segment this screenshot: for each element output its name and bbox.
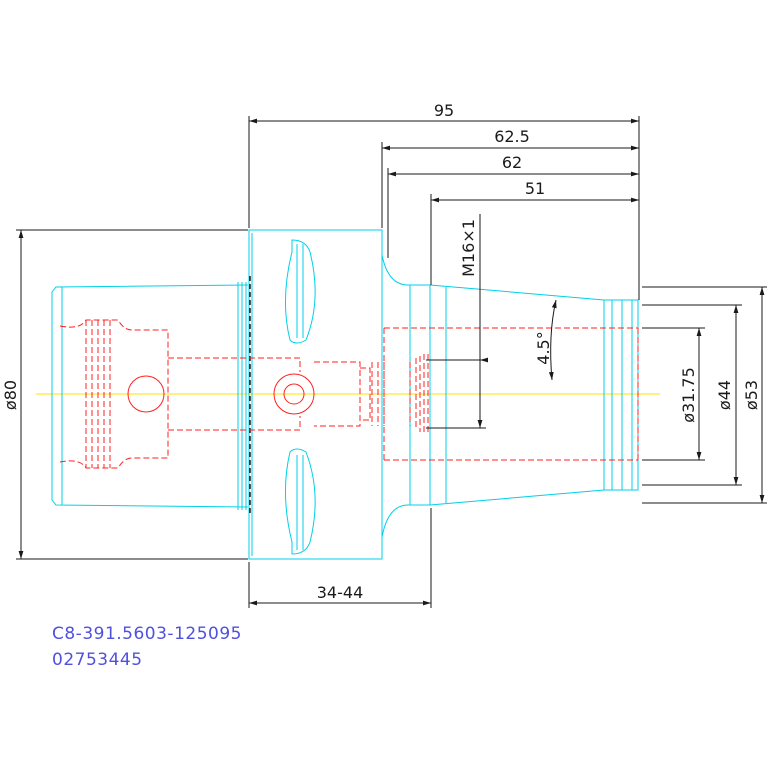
dim-diameter-53: ø53 xyxy=(742,380,761,410)
dim-thread: M16×1 xyxy=(459,219,478,277)
dim-flange-diameter: ø80 xyxy=(1,380,20,410)
body-outline xyxy=(51,229,639,560)
dim-bore-diameter: ø31.75 xyxy=(679,367,698,423)
dimension-lines xyxy=(16,116,767,608)
hidden-internal-features xyxy=(59,319,639,469)
order-number: 02753445 xyxy=(52,650,143,670)
dim-length-range: 34-44 xyxy=(317,583,364,602)
dim-length-62: 62 xyxy=(502,153,522,172)
dim-overall-length: 95 xyxy=(434,101,454,120)
dim-length-62-5: 62.5 xyxy=(494,127,530,146)
dim-length-51: 51 xyxy=(525,179,545,198)
part-number: C8-391.5603-125095 xyxy=(52,624,242,644)
dim-taper-angle: 4.5° xyxy=(534,331,553,364)
dim-diameter-44: ø44 xyxy=(715,380,734,410)
